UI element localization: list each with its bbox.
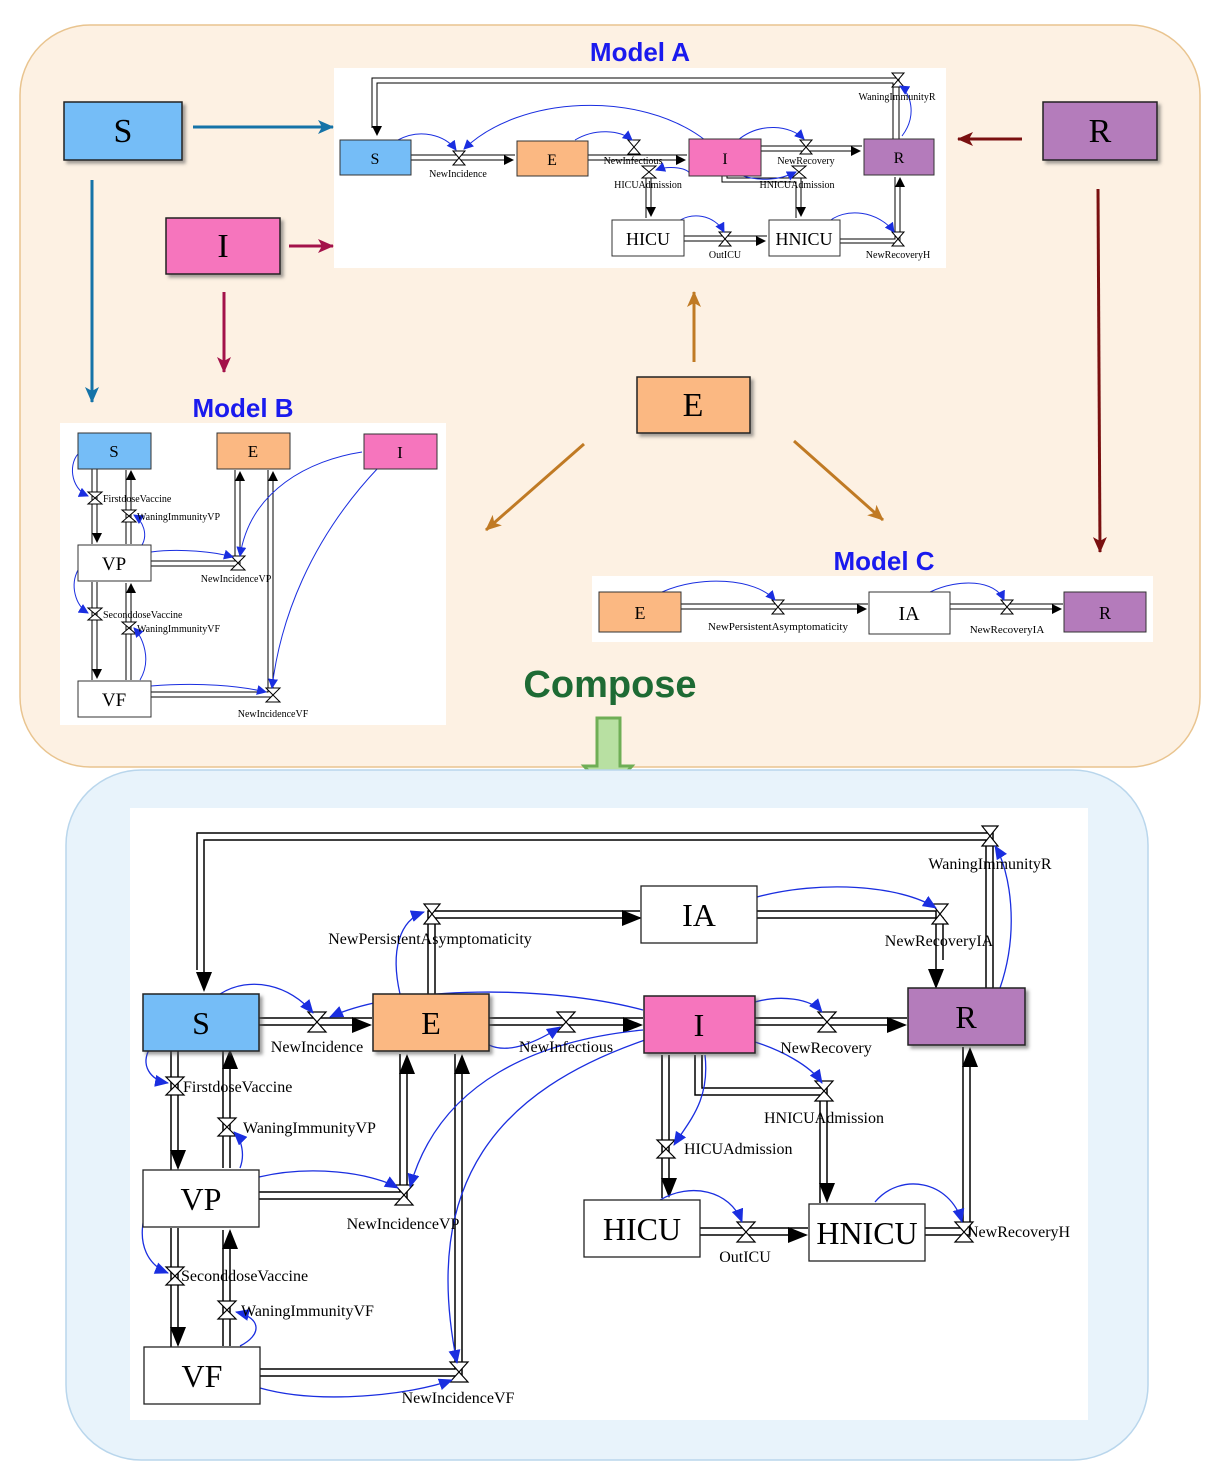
composed-stock-hnicu: HNICU (816, 1215, 917, 1251)
composed-flow-waning-vp: WaningImmunityVP (243, 1120, 376, 1137)
model-a-flow-new-infectious: NewInfectious (604, 156, 663, 167)
model-a-flow-new-recovery: NewRecovery (777, 156, 834, 167)
source-stock-s-label: S (114, 113, 133, 150)
model-a-stock-r: R (894, 150, 905, 167)
composed-flow-out-icu: OutICU (719, 1249, 771, 1266)
compose-title: Compose (523, 664, 696, 706)
composed-stock-r: R (955, 999, 977, 1035)
composed-stock-e: E (421, 1005, 441, 1041)
model-b-flow-new-incidence-vp: NewIncidenceVP (201, 574, 272, 585)
model-b-stock-i: I (397, 443, 403, 462)
model-a-flow-out-icu: OutICU (709, 250, 742, 261)
model-b-title: Model B (192, 393, 293, 423)
model-a-flow-waning-r: WaningImmunityR (859, 92, 936, 103)
model-b-stock-s: S (109, 442, 118, 461)
model-b-flow-new-incidence-vf: NewIncidenceVF (238, 709, 309, 720)
model-a-stock-hicu: HICU (626, 229, 670, 249)
source-stock-r: R (1042, 101, 1158, 161)
model-a: S E I R HICU HNICU NewIncidence NewInfec… (334, 68, 946, 268)
composed-flow-hnicu-admission: HNICUAdmission (764, 1110, 884, 1127)
composed-model: S E I R IA VP VF HICU HNICU WaningImmuni… (130, 808, 1088, 1420)
source-stock-r-label: R (1089, 113, 1112, 150)
composed-stock-ia: IA (682, 897, 716, 933)
arrow-e-to-model-c (793, 439, 884, 522)
model-c-flow-new-persistent: NewPersistentAsymptomaticity (708, 621, 848, 633)
composed-flow-waning-vf: WaningImmunityVF (241, 1303, 374, 1320)
model-a-stock-s: S (371, 151, 380, 168)
composed-stock-i: I (694, 1007, 705, 1043)
composed-flow-new-infectious: NewInfectious (519, 1039, 613, 1056)
model-b-flow-waning-vf: WaningImmunityVF (137, 624, 221, 635)
model-a-stock-e: E (547, 152, 557, 169)
model-b-flow-firstdose: FirstdoseVaccine (103, 494, 172, 505)
model-b-flow-waning-vp: WaningImmunityVP (137, 512, 221, 523)
composed-flow-firstdose: FirstdoseVaccine (183, 1079, 292, 1096)
composed-flow-new-recovery: NewRecovery (780, 1040, 872, 1057)
model-b: S E I VP VF FirstdoseVaccine WaningImmun… (60, 423, 446, 725)
model-a-flow-hicu-admission: HICUAdmission (614, 180, 682, 191)
model-a-stock-hnicu: HNICU (776, 229, 833, 249)
source-stock-e: E (636, 376, 751, 434)
source-stock-i: I (165, 217, 281, 275)
model-a-stock-i: I (722, 151, 727, 168)
composed-flow-new-incidence: NewIncidence (271, 1039, 363, 1056)
composed-stock-vp: VP (181, 1181, 222, 1217)
arrow-r-to-model-c (1092, 188, 1107, 553)
model-c-stock-e: E (635, 603, 646, 623)
model-b-stock-e: E (248, 442, 258, 461)
arrow-e-to-model-b (485, 442, 585, 532)
model-b-stock-vp: VP (102, 554, 126, 575)
model-c-stock-ia: IA (898, 603, 920, 625)
source-stock-i-label: I (217, 228, 228, 265)
composed-flow-new-recovery-h: NewRecoveryH (967, 1224, 1071, 1241)
composed-flow-new-incidence-vf: NewIncidenceVF (402, 1390, 515, 1407)
source-stock-s: S (63, 101, 183, 161)
composed-flow-new-recovery-ia: NewRecoveryIA (885, 933, 994, 950)
source-stock-e-label: E (683, 387, 704, 424)
model-c-flow-new-recovery-ia: NewRecoveryIA (970, 624, 1045, 636)
model-c-stock-r: R (1099, 603, 1111, 623)
model-a-flow-new-recovery-h: NewRecoveryH (866, 250, 930, 261)
composed-stock-s: S (192, 1005, 210, 1041)
composed-stock-vf: VF (182, 1358, 223, 1394)
composed-flow-waning-r: WaningImmunityR (928, 856, 1051, 873)
model-a-flow-new-incidence: NewIncidence (429, 169, 487, 180)
model-a-title: Model A (590, 37, 690, 67)
model-c-title: Model C (833, 546, 934, 576)
model-b-stock-vf: VF (102, 690, 126, 711)
model-b-flow-seconddose: SeconddoseVaccine (103, 610, 183, 621)
composed-flow-hicu-admission: HICUAdmission (684, 1141, 792, 1158)
model-c: E IA R NewPersistentAsymptomaticity NewR… (592, 576, 1153, 642)
model-a-flow-hnicu-admission: HNICUAdmission (759, 180, 834, 191)
composed-flow-seconddose: SeconddoseVaccine (181, 1268, 308, 1285)
composed-stock-hicu: HICU (603, 1211, 681, 1247)
composed-flow-new-persistent: NewPersistentAsymptomaticity (328, 931, 532, 948)
composed-flow-new-incidence-vp: NewIncidenceVP (347, 1216, 460, 1233)
